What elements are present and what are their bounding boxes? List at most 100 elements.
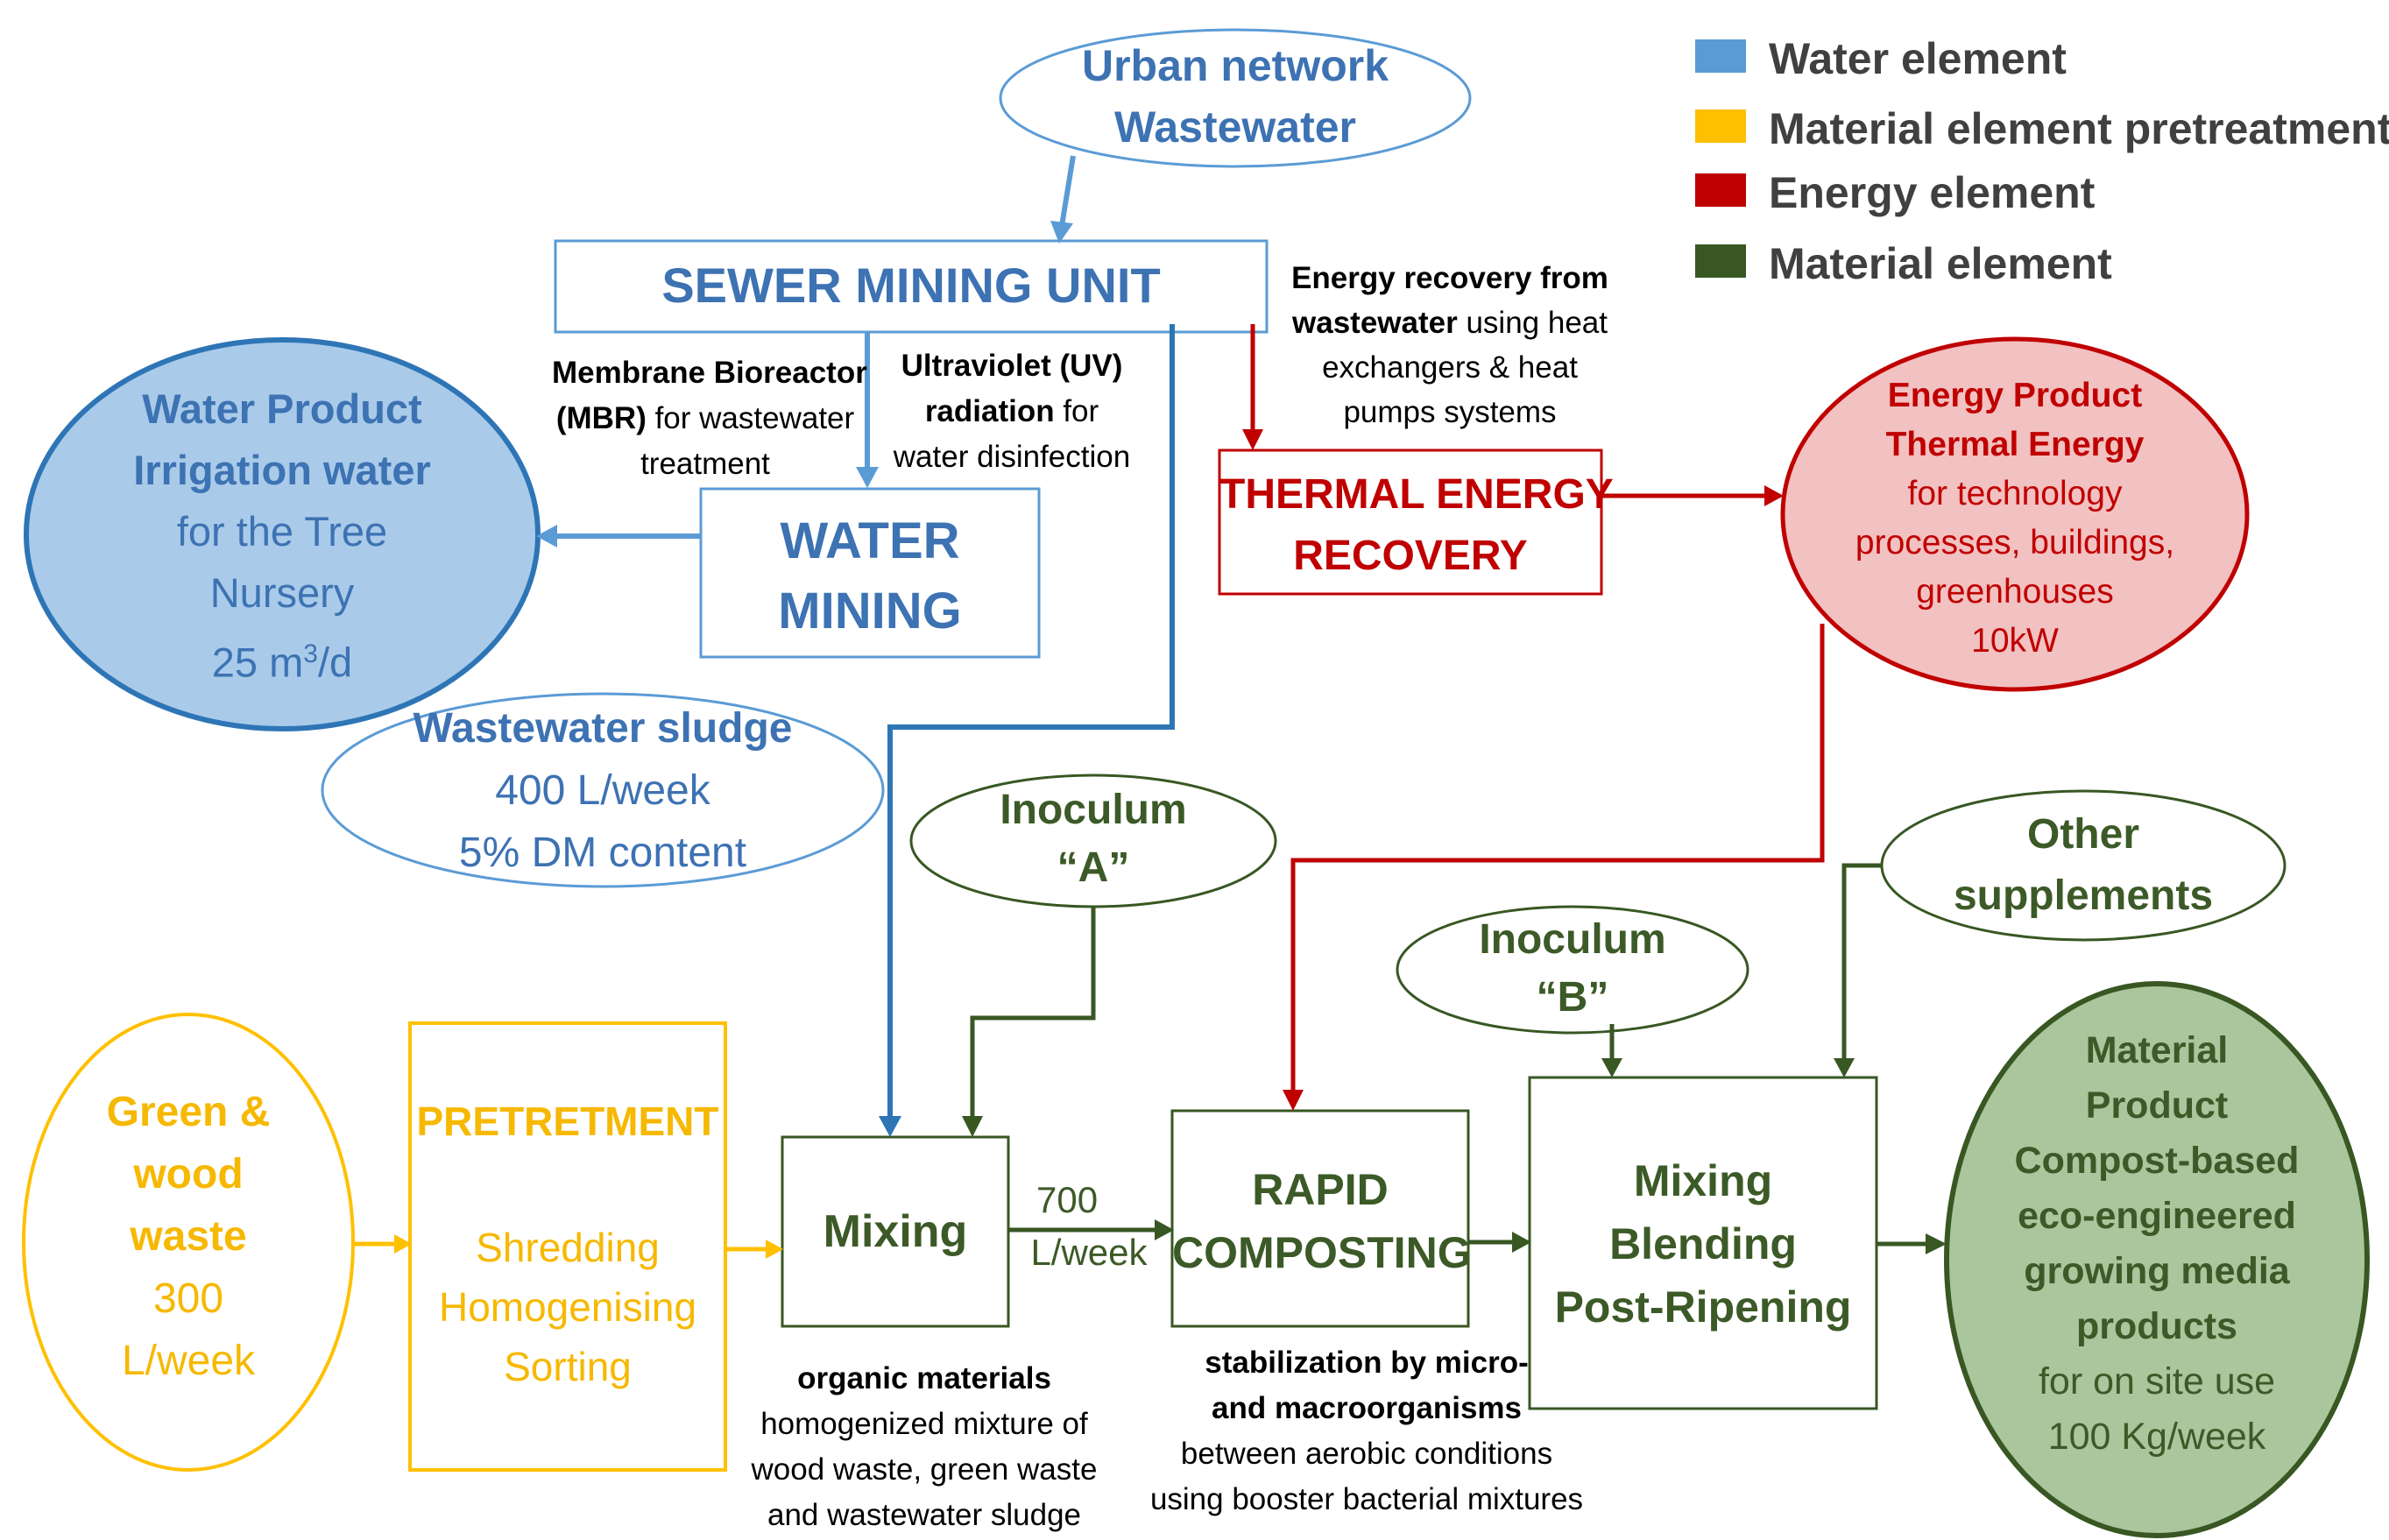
arrow-energy-product-to-composting: [1290, 624, 1825, 1095]
sludge-line2: 400 L/week: [495, 767, 710, 814]
urban-line1: Urban network: [1081, 41, 1389, 90]
uv-note: Ultraviolet (UV) radiation for water dis…: [880, 343, 1143, 480]
mbr-line3: treatment: [640, 447, 770, 481]
water-mining-line2: MINING: [778, 583, 962, 639]
uv-line3: water disinfection: [893, 440, 1131, 474]
arrowhead-inoculum-b-to-blending: [1601, 1058, 1622, 1077]
material-product-label: Material Product Compost-based eco-engin…: [1954, 1023, 2360, 1465]
arrowhead-blending-to-product: [1926, 1233, 1947, 1254]
thermal-energy-recovery-box: [1218, 449, 1603, 596]
flow-rate-line2: L/week: [1030, 1232, 1148, 1273]
sewer-mining-unit-box: [554, 239, 1269, 334]
sewer-mining-unit-label: SEWER MINING UNIT: [661, 258, 1161, 313]
legend-label-material-pretreatment: Material element pretreatment: [1769, 104, 2389, 153]
legend-swatch-material: [1695, 244, 1746, 278]
legend-swatch-material-pretreatment: [1695, 109, 1746, 143]
material-product-line1: Material: [2085, 1029, 2229, 1071]
blending-line1: Mixing: [1633, 1156, 1773, 1205]
thermal-line2: RECOVERY: [1293, 533, 1528, 579]
water-product-line5: 25 m3/d: [211, 639, 353, 686]
flow-rate-label: 700 L/week: [1023, 1174, 1155, 1279]
wastewater-sludge-label: Wastewater sludge 400 L/week 5% DM conte…: [322, 697, 883, 884]
green-waste-line4: 300: [152, 1275, 224, 1322]
energy-product-line6: 10kW: [1971, 622, 2059, 660]
water-mining-line1: WATER: [780, 512, 960, 569]
arrow-inoculum-a-to-mixing: [970, 907, 1096, 1121]
sludge-line3: 5% DM content: [458, 830, 747, 876]
arrowhead-energy-to-composting: [1283, 1090, 1304, 1111]
arrowhead-pretreatment-to-mixing: [766, 1240, 783, 1259]
inoculum-a-line2: “A”: [1057, 844, 1130, 891]
energy-product-label: Energy Product Thermal Energy for techno…: [1796, 371, 2234, 666]
arrowhead-inoculum-a-to-mixing: [962, 1116, 983, 1137]
mbr-bold1: Membrane Bioreactor: [552, 356, 867, 390]
arrowhead-sewer-to-mixing: [879, 1116, 901, 1137]
water-product-ellipse: [24, 337, 541, 731]
arrow-sewer-to-mixing: [887, 324, 1175, 1121]
water-mining-box: [699, 487, 1041, 659]
inoculum-b-label: Inoculum “B”: [1397, 911, 1748, 1027]
wastewater-sludge-ellipse: [321, 692, 885, 888]
energy-note-rest2: using heat: [1457, 306, 1608, 340]
green-waste-line5: L/week: [121, 1338, 256, 1384]
material-product-ellipse: [1944, 981, 2370, 1538]
mbr-bold2: (MBR): [555, 401, 647, 435]
energy-note-bold2: wastewater: [1292, 306, 1458, 340]
sludge-line1: Wastewater sludge: [413, 705, 793, 752]
rapid-composting-box: [1170, 1109, 1470, 1328]
material-product-line6: products: [2076, 1305, 2237, 1347]
uv-bold1: Ultraviolet (UV): [901, 349, 1123, 383]
material-product-line8: 100 Kg/week: [2047, 1416, 2266, 1458]
stabilization-note: stabilization by micro- and macroorganis…: [1139, 1340, 1594, 1522]
pretreatment-step2: Homogenising: [438, 1284, 697, 1330]
arrowhead-sewer-to-water-mining: [856, 467, 879, 488]
material-product-line4: eco-engineered: [2018, 1195, 2296, 1237]
urban-line2: Wastewater: [1113, 102, 1357, 152]
rapid-composting-label: RAPID COMPOSTING: [1172, 1158, 1472, 1284]
legend-label-energy: Energy element: [1769, 168, 2096, 217]
organic-note-line2: homogenized mixture of: [760, 1407, 1088, 1441]
arrowhead-supplements-to-blending: [1834, 1058, 1855, 1077]
legend-swatch-water: [1695, 39, 1746, 73]
rapid-line1: RAPID: [1252, 1165, 1389, 1214]
green-waste-line2: wood: [133, 1151, 244, 1197]
flow-rate-line1: 700: [1036, 1179, 1099, 1220]
green-waste-line3: waste: [130, 1213, 247, 1260]
inoculum-a-line1: Inoculum: [1000, 787, 1187, 833]
other-supplements-line2: supplements: [1953, 872, 2214, 919]
energy-product-line1: Energy Product: [1887, 377, 2143, 414]
energy-note-line4: pumps systems: [1343, 395, 1557, 429]
stabilization-note-bold2: and macroorganisms: [1212, 1391, 1522, 1425]
energy-note-bold1: Energy recovery from: [1291, 261, 1608, 295]
rapid-line2: COMPOSTING: [1172, 1228, 1472, 1277]
energy-product-line5: greenhouses: [1916, 573, 2114, 611]
inoculum-a-label: Inoculum “A”: [911, 781, 1276, 897]
pretreatment-title: PRETRETMENT: [416, 1098, 719, 1144]
mbr-note: Membrane Bioreactor (MBR) for wastewater…: [552, 350, 867, 487]
energy-product-ellipse: [1780, 336, 2250, 692]
energy-note-line3: exchangers & heat: [1322, 350, 1578, 385]
inoculum-b-ellipse: [1396, 905, 1749, 1035]
thermal-energy-label: THERMAL ENERGY RECOVERY: [1219, 464, 1614, 587]
water-product-line2: Irrigation water: [133, 447, 431, 493]
material-product-line7: for on site use: [2038, 1360, 2276, 1402]
arrow-urban-to-sewer: [1059, 155, 1076, 227]
energy-product-line2: Thermal Energy: [1885, 426, 2145, 463]
water-mining-label: WATER MINING: [701, 506, 1039, 646]
arrowhead-thermal-to-energy: [1764, 485, 1784, 506]
arrowhead-waste-to-pretreatment: [394, 1234, 412, 1254]
arrowhead-composting-to-blending: [1512, 1232, 1531, 1253]
urban-wastewater-ellipse: [999, 28, 1472, 168]
material-product-line5: growing media: [2024, 1250, 2290, 1292]
green-wood-waste-label: Green & wood waste 300 L/week: [26, 1081, 350, 1392]
uv-bold2: radiation: [924, 394, 1055, 428]
stabilization-note-bold1: stabilization by micro-: [1205, 1346, 1529, 1380]
material-product-line2: Product: [2085, 1084, 2229, 1127]
arrowhead-sewer-to-thermal: [1242, 429, 1263, 450]
mixing-blending-label: Mixing Blending Post-Ripening: [1530, 1149, 1877, 1339]
blending-line3: Post-Ripening: [1554, 1282, 1852, 1332]
stabilization-note-line3: between aerobic conditions: [1180, 1437, 1553, 1471]
arrowhead-water-mining-to-product: [536, 525, 557, 547]
organic-note-line4: and wastewater sludge: [767, 1498, 1081, 1532]
organic-note-line3: wood waste, green waste: [751, 1452, 1098, 1487]
